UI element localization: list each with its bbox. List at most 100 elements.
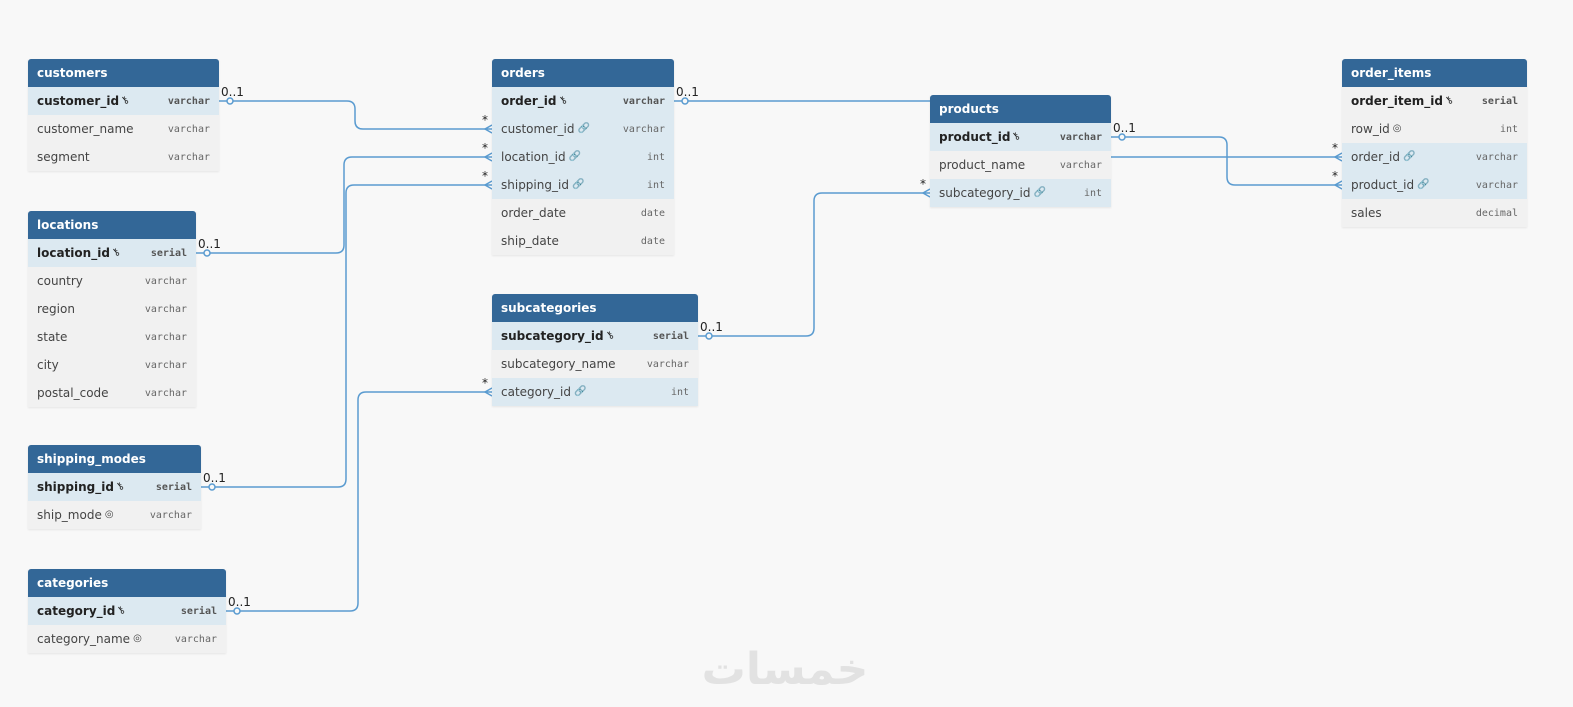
field-type: varchar [167,95,210,107]
field-row-shipping_id[interactable]: shipping_id🔗 int [492,171,674,199]
table-categories[interactable]: categories category_id⚷ serial category_nam… [28,569,226,653]
field-type: serial [652,330,689,342]
field-name-group: customer_id⚷ [37,94,132,108]
field-row-category_name[interactable]: category_name◎varchar [28,625,226,653]
key-icon: ⚷ [109,246,123,260]
field-type: date [640,235,665,247]
field-name-group: subcategory_id🔗 [939,186,1046,200]
field-name: product_id [1351,178,1415,192]
cardinality-label: * [920,177,926,191]
field-name: customer_id [501,122,575,136]
field-name-group: customer_name [37,122,134,136]
field-name: region [37,302,75,316]
table-header[interactable]: customers [28,59,219,87]
cardinality-label: * [482,376,488,390]
link-icon: 🔗 [1417,179,1430,190]
field-name: shipping_id [501,178,569,192]
field-row-state[interactable]: state varchar [28,323,196,351]
field-name-group: product_id🔗 [1351,178,1430,192]
field-type: varchar [1059,131,1102,143]
field-name: subcategory_name [501,357,616,371]
key-icon: ⚷ [119,94,132,108]
field-row-location_id[interactable]: location_id🔗int [492,143,674,171]
field-name-group: order_id⚷ [501,94,569,108]
field-name-group: customer_id🔗 [501,122,590,136]
field-name-group: city [37,358,59,372]
field-row-order_id[interactable]: order_id⚷varchar [492,87,674,115]
field-name: customer_name [37,122,134,136]
field-name: order_date [501,206,567,220]
field-name: subcategory_id [501,329,604,343]
table-header[interactable]: locations [28,211,196,239]
relationship-line [698,192,930,337]
field-row-location_id[interactable]: location_id⚷serial [28,239,196,267]
field-type: serial [1481,95,1518,107]
field-name-group: category_name◎ [37,632,142,646]
field-type: varchar [1059,159,1102,171]
field-name: shipping_id [37,480,114,494]
field-row-category_id[interactable]: category_id⚷ serial [28,597,226,625]
key-icon: ⚷ [115,604,129,618]
table-header[interactable]: categories [28,569,226,597]
field-type: serial [180,605,217,617]
field-row-customer_id[interactable]: customer_id⚷ varchar [28,87,219,115]
table-header[interactable]: order_items [1342,59,1527,87]
field-type: date [640,207,665,219]
field-row-subcategory_id[interactable]: subcategory_id🔗int [930,179,1111,207]
field-name: state [37,330,68,344]
cardinality-label: 0..1 [1113,121,1136,135]
field-name: order_item_id [1351,94,1444,108]
field-row-product_id[interactable]: product_id⚷varchar [930,123,1111,151]
field-name-group: subcategory_name [501,357,616,371]
field-row-product_id[interactable]: product_id🔗varchar [1342,171,1527,199]
field-row-order_date[interactable]: order_date date [492,199,674,227]
field-name: product_id [939,130,1011,144]
relationship-line [201,184,492,488]
relationship-line [219,100,492,130]
field-type: int [646,179,665,191]
field-type: varchar [144,303,187,315]
table-header[interactable]: products [930,95,1111,123]
table-header[interactable]: subcategories [492,294,698,322]
field-row-region[interactable]: region varchar [28,295,196,323]
field-name: category_id [37,604,116,618]
field-row-ship_mode[interactable]: ship_mode◎varchar [28,501,201,529]
field-type: int [670,386,689,398]
key-icon: ⚷ [603,329,617,343]
table-header[interactable]: shipping_modes [28,445,201,473]
field-row-order_item_id[interactable]: order_item_id⚷serial [1342,87,1527,115]
field-row-order_id[interactable]: order_id🔗varchar [1342,143,1527,171]
field-name-group: region [37,302,75,316]
link-icon: 🔗 [571,179,585,190]
fingerprint-icon: ◎ [1392,123,1402,134]
field-row-row_id[interactable]: row_id◎int [1342,115,1527,143]
field-row-customer_id[interactable]: customer_id🔗varchar [492,115,674,143]
link-icon: 🔗 [1402,151,1416,162]
table-customers[interactable]: customers customer_id⚷ varchar customer_nam… [28,59,219,171]
cardinality-label: * [1332,141,1338,155]
field-name: country [37,274,83,288]
table-header[interactable]: orders [492,59,674,87]
field-name: category_name [37,632,131,646]
field-row-shipping_id[interactable]: shipping_id⚷serial [28,473,201,501]
field-row-category_id[interactable]: category_id🔗int [492,378,698,406]
field-row-subcategory_id[interactable]: subcategory_id⚷ serial [492,322,698,350]
field-type: varchar [144,331,187,343]
cardinality-label: 0..1 [700,320,723,334]
